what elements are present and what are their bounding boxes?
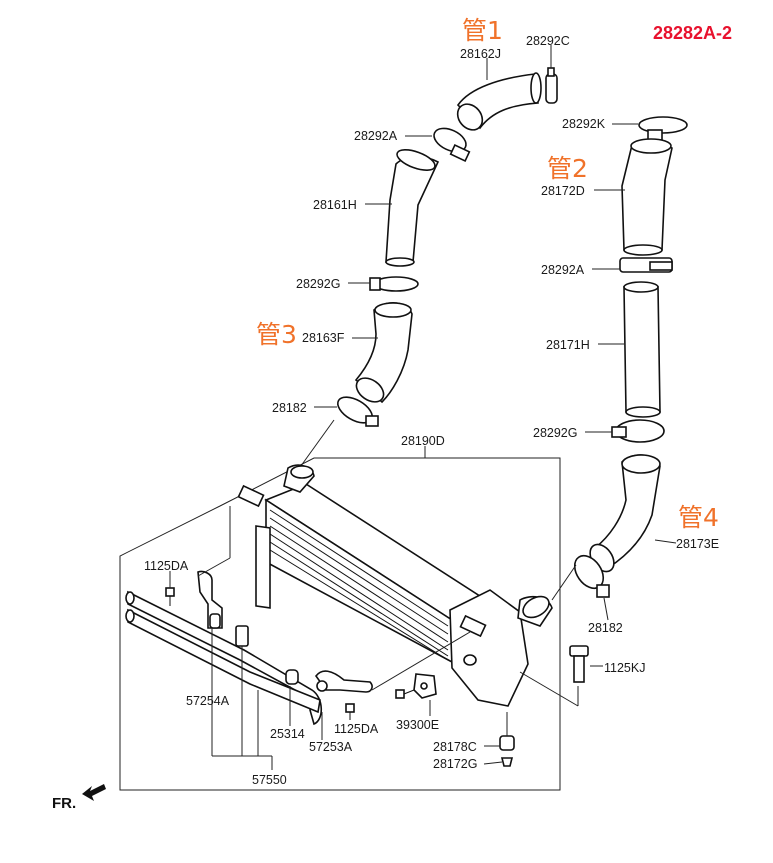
tube-57253A: [315, 670, 373, 693]
hose-28162J: [456, 72, 542, 131]
label-28292G-right: 28292G: [533, 426, 577, 440]
label-1125DA-left: 1125DA: [144, 559, 189, 573]
label-28161H: 28161H: [313, 198, 357, 212]
bolt-1125DA-left: [165, 587, 175, 606]
label-28292K: 28292K: [562, 117, 606, 131]
label-28171H: 28171H: [546, 338, 590, 352]
clamp-28292C: [545, 67, 558, 104]
label-39300E: 39300E: [396, 718, 439, 732]
label-28173E: 28173E: [676, 537, 719, 551]
fr-label: FR.: [52, 795, 76, 812]
label-28190D: 28190D: [401, 434, 445, 448]
bracket: [197, 570, 223, 629]
hose-28173E: [589, 454, 661, 573]
label-28182-top: 28182: [272, 401, 307, 415]
clamp-28292K: [638, 116, 688, 141]
label-1125KJ: 1125KJ: [604, 661, 645, 675]
label-57253A: 57253A: [309, 740, 353, 754]
clamp-28292A-right: [619, 257, 673, 273]
hose-28161H: [385, 149, 440, 267]
label-28292A-top: 28292A: [354, 129, 398, 143]
clamp-28292G-left: [369, 276, 419, 292]
label-28292G-left: 28292G: [296, 277, 340, 291]
plug-28172G: [500, 757, 514, 767]
grommet-25314: [285, 669, 299, 685]
assembly-frame: [119, 457, 561, 791]
clamp-28292A-top: [433, 127, 471, 162]
clamp-28182-right: [573, 554, 610, 598]
pipe-tag-1: 管1: [462, 16, 503, 45]
label-57254A: 57254A: [186, 694, 230, 708]
sensor-39300E: [395, 673, 437, 699]
clip: [235, 625, 249, 647]
clamp-28182-top: [337, 396, 379, 427]
label-28178C: 28178C: [433, 740, 477, 754]
rod-57253A: [125, 608, 321, 714]
label-28292C: 28292C: [526, 34, 570, 48]
clamp-28292G-right: [611, 419, 665, 443]
hose-28172D: [621, 138, 673, 256]
label-28182-right: 28182: [588, 621, 623, 635]
bolt-1125KJ: [569, 645, 589, 683]
pipe-28171H: [623, 281, 661, 418]
intercooler-28190D: [237, 464, 553, 707]
bolt-1125DA-mid: [345, 703, 355, 720]
label-25314: 25314: [270, 727, 305, 741]
label-28172G: 28172G: [433, 757, 477, 771]
label-28172D: 28172D: [541, 184, 585, 198]
label-28162J: 28162J: [460, 47, 501, 61]
label-28163F: 28163F: [302, 331, 345, 345]
diagram-code: 28282A-2: [653, 23, 732, 43]
pipe-tag-2: 管2: [547, 154, 588, 183]
pipe-tag-3: 管3: [256, 320, 297, 349]
label-1125DA-mid: 1125DA: [334, 722, 379, 736]
hose-28163F: [354, 302, 413, 404]
label-28292A-right: 28292A: [541, 263, 585, 277]
cap-28178C: [499, 735, 515, 751]
front-direction-arrow-icon: [82, 784, 106, 801]
label-57550: 57550: [252, 773, 287, 787]
pipe-tag-4: 管4: [678, 503, 719, 532]
